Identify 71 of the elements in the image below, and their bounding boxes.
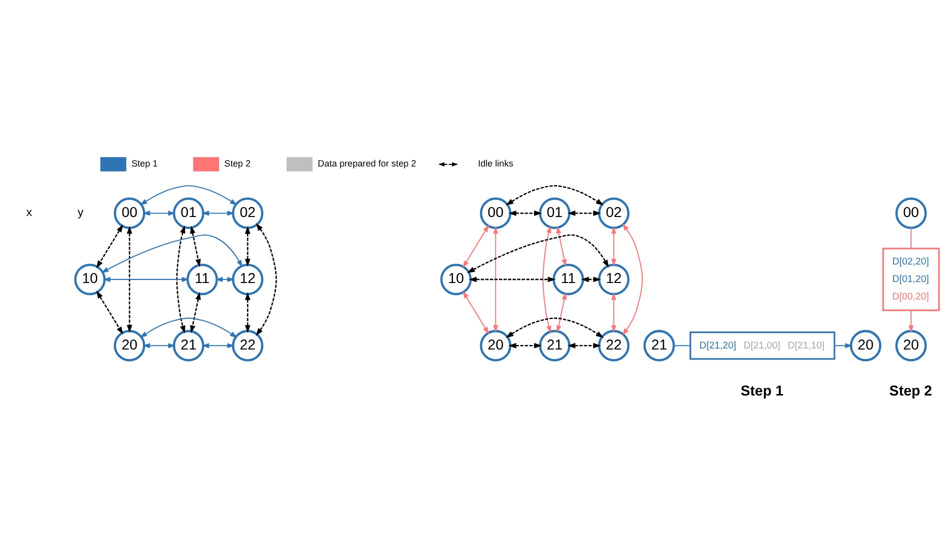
arrow <box>556 226 567 266</box>
arrow <box>140 184 238 205</box>
arrow <box>101 234 243 272</box>
legend-label: Data prepared for step 2 <box>318 158 416 168</box>
arrow <box>611 226 616 266</box>
label: Step 1 <box>740 383 784 400</box>
arrow <box>462 224 489 268</box>
arrow <box>126 225 132 332</box>
arrow <box>581 276 602 282</box>
arrow <box>468 276 556 282</box>
node-circle: 22 <box>598 329 630 361</box>
node-box: D[02,20] D[01,20] D[00,20] <box>882 247 940 311</box>
node-circle: 20 <box>850 329 882 361</box>
arrow <box>244 226 250 266</box>
arrow <box>568 342 602 348</box>
arrow <box>103 276 190 282</box>
legend-label: Step 2 <box>224 158 251 168</box>
connector <box>674 344 690 346</box>
connector <box>910 227 912 248</box>
node-circle: 10 <box>440 263 472 295</box>
arrow <box>908 310 914 332</box>
node-circle: 00 <box>114 197 146 228</box>
arrow <box>506 317 604 338</box>
node-circle: 01 <box>538 197 570 228</box>
arrow <box>508 342 542 348</box>
node-circle: 12 <box>232 263 264 295</box>
arrow <box>508 210 542 216</box>
node-circle: 21 <box>643 329 675 361</box>
arrow <box>256 222 277 336</box>
node-circle: 11 <box>552 263 584 295</box>
label: x <box>26 206 32 219</box>
arrow <box>202 342 235 348</box>
legend-label: Step 1 <box>131 158 158 168</box>
node-circle: 00 <box>895 197 927 228</box>
label: Step 2 <box>889 383 932 400</box>
arrow <box>542 225 552 333</box>
node-circle: 11 <box>186 263 218 295</box>
node-circle: 20 <box>114 329 146 361</box>
arrow <box>202 210 235 216</box>
node-box: D[21,20] D[21,00] D[21,10] <box>690 331 836 360</box>
node-circle: 02 <box>232 197 264 228</box>
arrow <box>611 292 616 332</box>
node-circle: 22 <box>232 329 264 361</box>
arrow <box>568 210 602 216</box>
arrow <box>96 224 124 268</box>
arrow <box>462 290 490 334</box>
arrow <box>140 317 238 338</box>
node-circle: 00 <box>480 197 512 228</box>
arrow <box>506 184 604 206</box>
legend-label: Idle links <box>478 158 514 168</box>
arrow <box>190 291 201 333</box>
arrow <box>493 226 498 332</box>
arrow <box>834 342 852 348</box>
node-circle: 20 <box>895 329 927 361</box>
node-circle: 20 <box>480 329 512 361</box>
arrow <box>467 234 609 273</box>
arrow <box>190 225 201 266</box>
arrow <box>176 224 186 334</box>
arrow <box>142 210 176 216</box>
arrow <box>556 292 567 332</box>
arrow <box>244 292 250 332</box>
arrow <box>96 290 124 334</box>
node-circle: 21 <box>172 329 204 361</box>
label: y <box>78 206 84 219</box>
node-circle: 12 <box>598 263 630 295</box>
node-circle: 02 <box>598 197 630 228</box>
arrow <box>622 222 643 336</box>
arrow <box>142 342 176 348</box>
node-circle: 01 <box>172 197 204 228</box>
node-circle: 10 <box>74 263 106 295</box>
node-circle: 21 <box>538 329 570 361</box>
